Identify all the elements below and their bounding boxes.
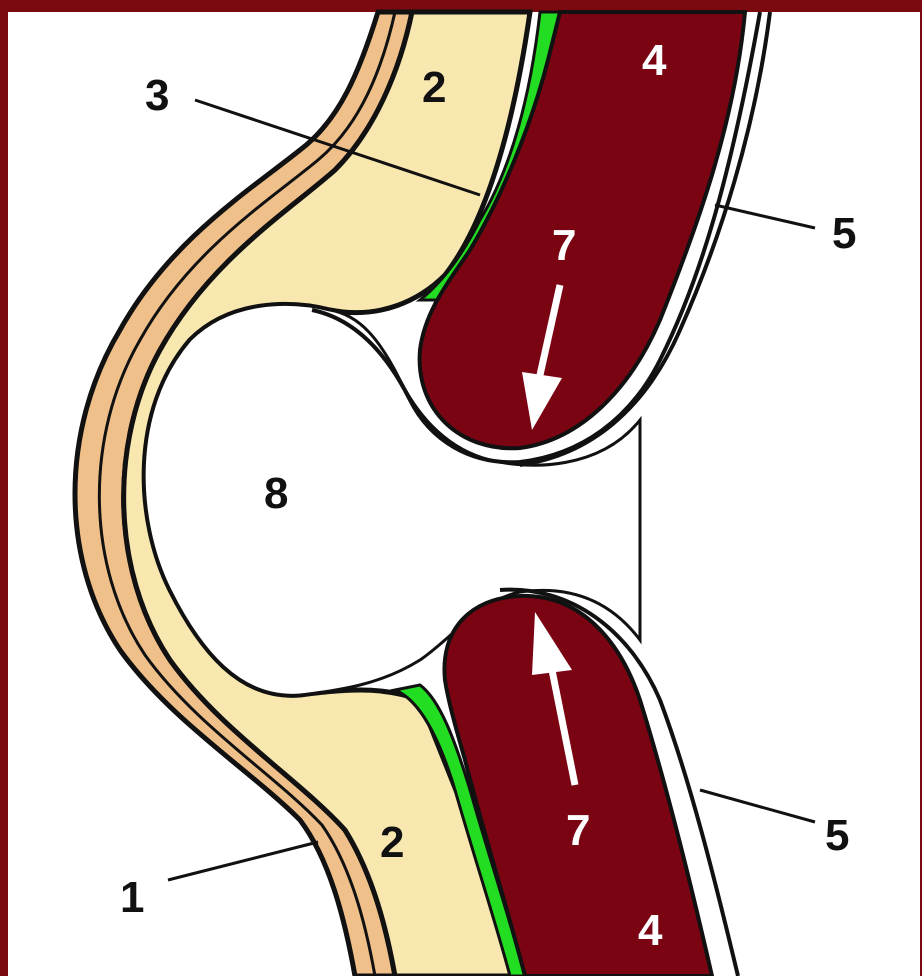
- label-2-top: 2: [422, 63, 446, 112]
- label-1: 1: [120, 873, 144, 922]
- label-7-bottom: 7: [566, 806, 590, 855]
- label-4-bottom: 4: [638, 906, 663, 955]
- label-4-top: 4: [642, 36, 667, 85]
- label-5-bottom: 5: [825, 811, 849, 860]
- label-5-top: 5: [832, 209, 856, 258]
- label-8: 8: [264, 469, 288, 518]
- label-2-bottom: 2: [380, 818, 404, 867]
- label-7-top: 7: [552, 221, 576, 270]
- label-3: 3: [145, 71, 169, 120]
